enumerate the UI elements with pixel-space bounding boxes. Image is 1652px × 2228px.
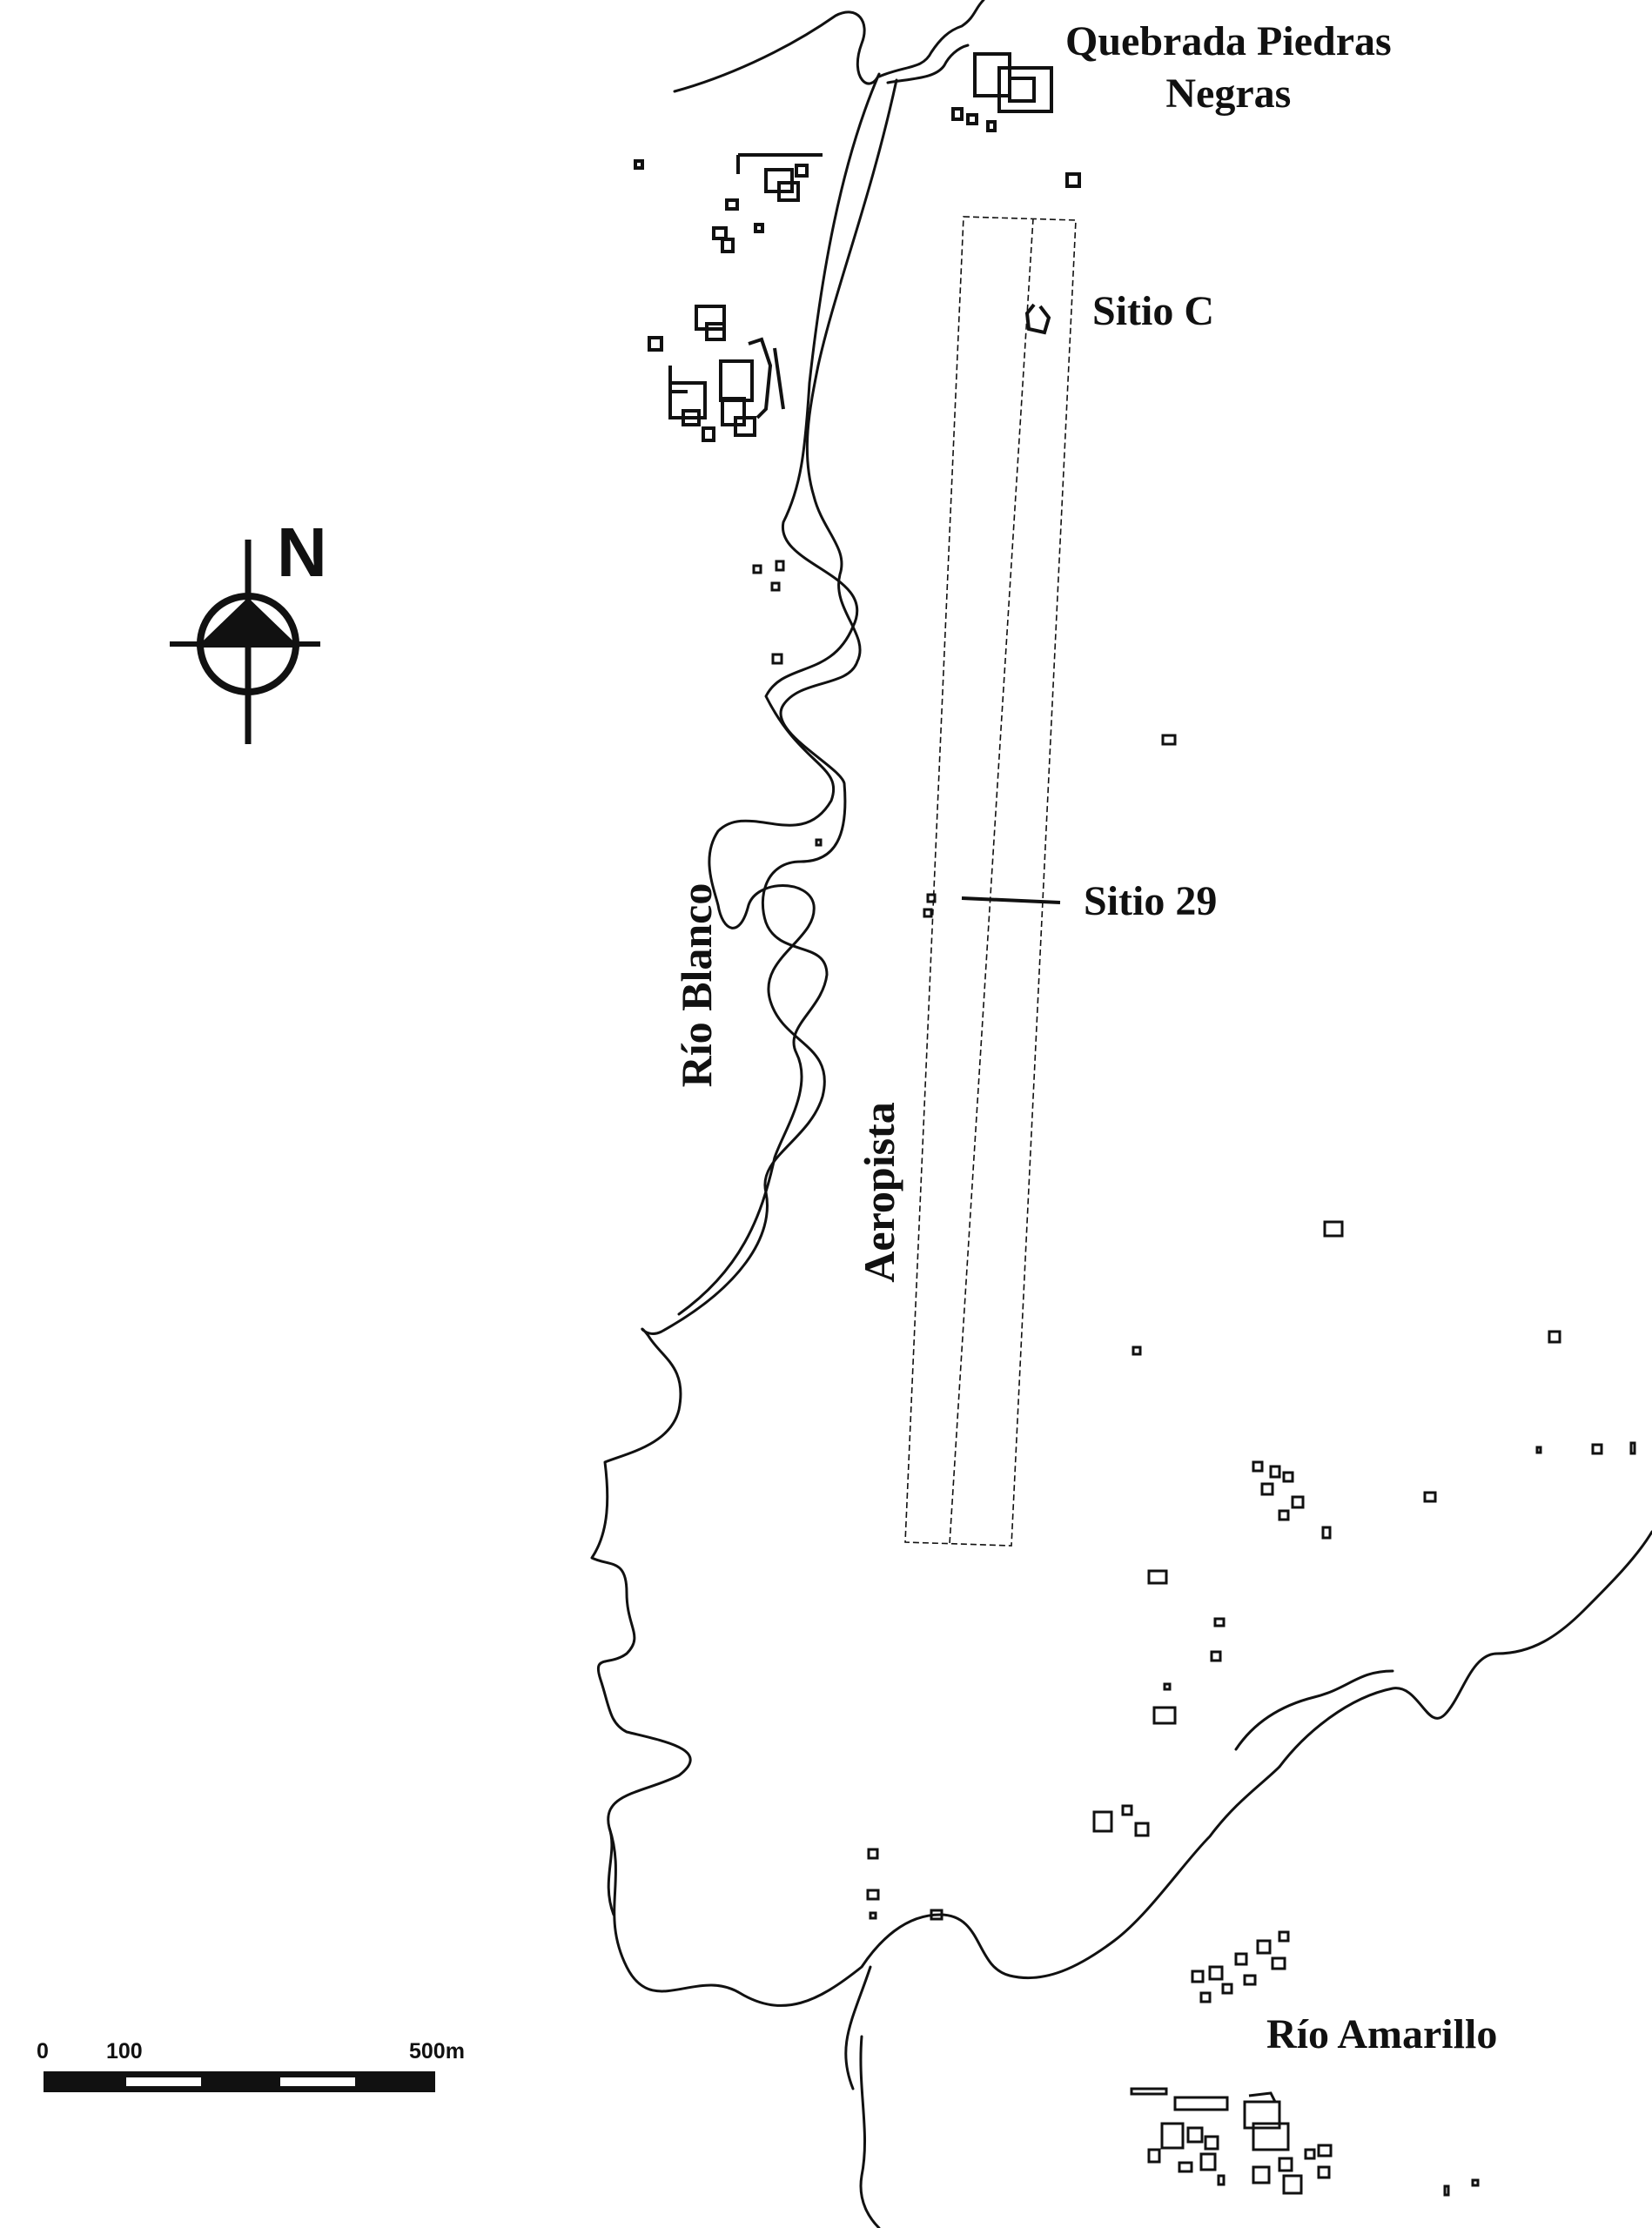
aeropista-label: Aeropista: [855, 1102, 903, 1283]
scale-label-500: 500m: [409, 2039, 465, 2064]
sitio-29-marker: [961, 896, 1061, 904]
rio-amarillo-bank: [1278, 1530, 1652, 1768]
rio-blanco-label: Río Blanco: [672, 882, 721, 1088]
lower-west-channel: [859, 2035, 881, 2228]
quebrada-inflow: [877, 0, 985, 78]
rio-amarillo-label: Río Amarillo: [1266, 2011, 1498, 2057]
scale-label-0: 0: [37, 2039, 49, 2064]
quebrada-label-line1: Quebrada Piedras: [1065, 18, 1392, 64]
aeropista-outline: [904, 216, 1077, 1547]
north-arrow-icon: [170, 540, 320, 744]
sitio-c-label: Sitio C: [1092, 288, 1215, 334]
quebrada-structures: [951, 52, 1081, 188]
west-group-main: [648, 305, 785, 442]
quebrada-label-line2: Negras: [1165, 70, 1292, 117]
rio-blanco-east-bank: [677, 78, 898, 1316]
lower-east-channel: [844, 1965, 872, 2090]
rio-amarillo-bank-upper: [1234, 1669, 1394, 1751]
rio-amarillo-structures: [1130, 1930, 1480, 2197]
north-letter: N: [277, 513, 327, 591]
scattered-mounds: [752, 560, 1636, 1921]
rio-lower-bank: [608, 1765, 1281, 2007]
quebrada-inflow-bank: [886, 44, 970, 84]
aeropista-centerline: [949, 218, 1034, 1545]
scale-label-100: 100: [106, 2039, 143, 2064]
sitio-c-structure: [1024, 303, 1051, 335]
quebrada-label: Quebrada Piedras Negras: [1065, 16, 1392, 120]
rio-blanco-west-bank: [590, 10, 881, 1916]
sitio-29-label: Sitio 29: [1084, 878, 1218, 924]
west-group-north: [634, 153, 823, 253]
scale-bar: [44, 2071, 435, 2092]
